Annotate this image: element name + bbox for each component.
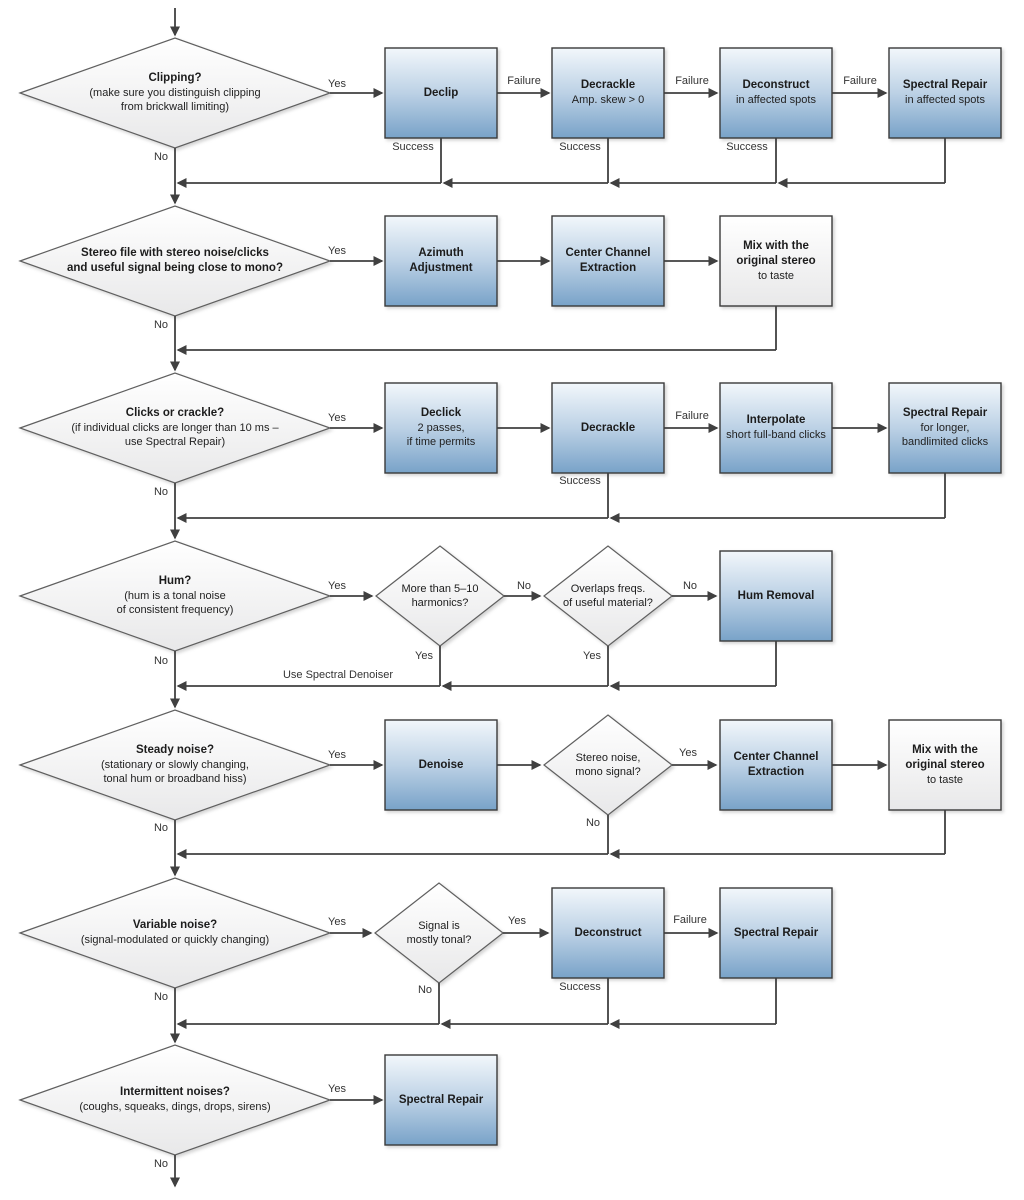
decision-hum-shape xyxy=(18,540,332,652)
decision-steady-noise-shape xyxy=(18,709,332,821)
connector-edges xyxy=(170,8,946,1188)
process-cce2-shape xyxy=(719,719,833,811)
process-cce1-shape xyxy=(551,215,665,307)
process-spectral-repair2-shape xyxy=(719,887,833,979)
process-azimuth-shape xyxy=(384,215,498,307)
decision-intermittent-shape xyxy=(18,1044,332,1156)
process-spectral-repair3-shape xyxy=(384,1054,498,1146)
decision-clicks-shape xyxy=(18,372,332,484)
process-deconstruct-spots-shape xyxy=(719,47,833,139)
process-spectral-repair-spots-shape xyxy=(888,47,1002,139)
process-hum-removal-shape xyxy=(719,550,833,642)
node-shapes xyxy=(18,37,1002,1156)
process-mix1-shape xyxy=(719,215,833,307)
process-mix2-shape xyxy=(888,719,1002,811)
decision-clipping-shape xyxy=(18,37,332,149)
process-decrackle2-shape xyxy=(551,382,665,474)
process-denoise-shape xyxy=(384,719,498,811)
decision-stereo-file-shape xyxy=(18,205,332,317)
decision-stereo-noise-shape xyxy=(543,714,673,816)
process-deconstruct2-shape xyxy=(551,887,665,979)
process-declick-shape xyxy=(384,382,498,474)
decision-overlaps-shape xyxy=(543,545,673,647)
process-interpolate-shape xyxy=(719,382,833,474)
process-decrackle-amp-shape xyxy=(551,47,665,139)
decision-harmonics-shape xyxy=(375,545,505,647)
process-spectral-repair-long-shape xyxy=(888,382,1002,474)
process-declip-shape xyxy=(384,47,498,139)
decision-mostly-tonal-shape xyxy=(374,882,504,984)
decision-variable-noise-shape xyxy=(18,877,332,989)
